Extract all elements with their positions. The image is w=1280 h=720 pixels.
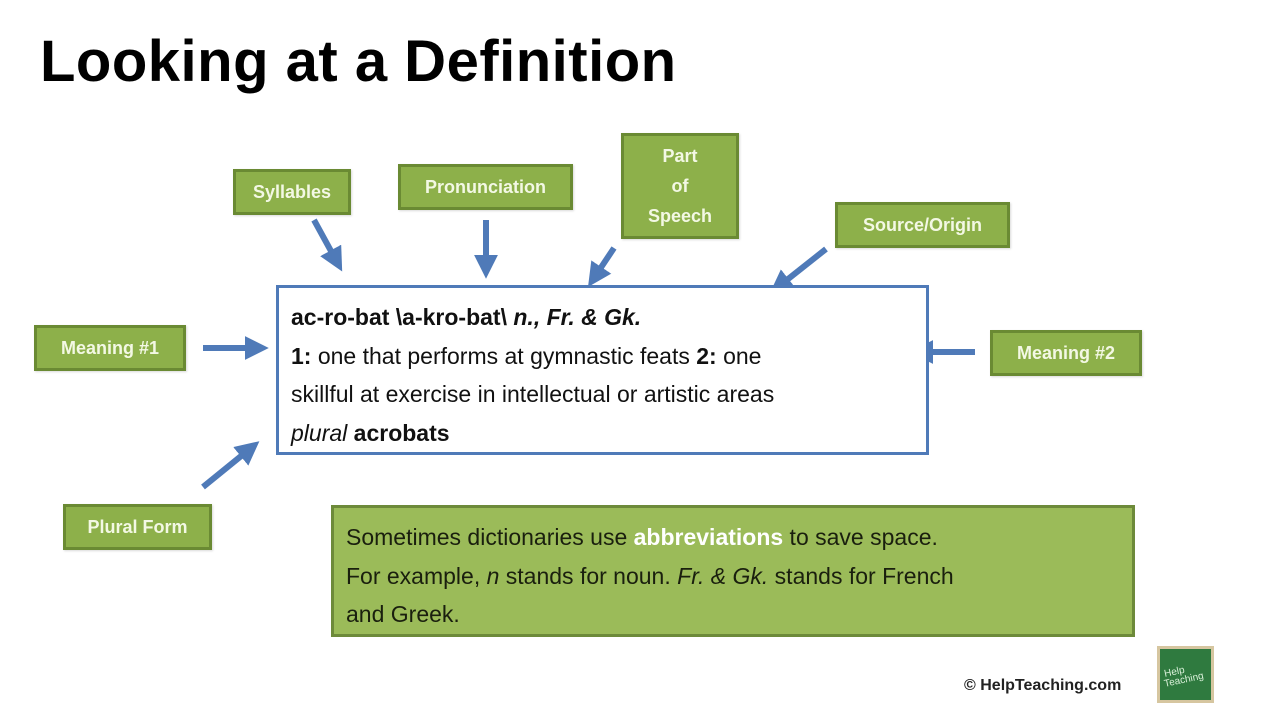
note-text: to save space.	[783, 524, 938, 550]
note-text: stands for noun.	[499, 562, 678, 589]
headword: ac-ro-bat	[291, 304, 390, 330]
sense-1-text: one that performs at gymnastic feats	[311, 342, 697, 369]
part-of-speech-origin: n., Fr. & Gk.	[513, 304, 642, 330]
note-italic-fr-gk: Fr. & Gk.	[677, 562, 769, 589]
label-source-origin-text: Source/Origin	[862, 215, 983, 235]
definition-box: ac-ro-bat \a-kro-bat\ n., Fr. & Gk. 1: o…	[276, 285, 929, 455]
arrow-syllables	[311, 218, 343, 272]
sense-2-number: 2:	[696, 342, 717, 369]
note-line-2: For example, n stands for noun. Fr. & Gk…	[346, 557, 1120, 596]
label-part-of-speech-line2: of	[671, 176, 689, 196]
arrow-source-origin	[769, 246, 828, 294]
label-pronunciation-text: Pronunciation	[425, 177, 546, 197]
label-meaning-2-text: Meaning #2	[1016, 343, 1116, 363]
label-plural-form-text: Plural Form	[87, 517, 188, 537]
sense-1-number: 1:	[291, 342, 312, 369]
label-meaning-1-text: Meaning #1	[60, 338, 160, 358]
arrow-part-of-speech	[588, 246, 617, 287]
definition-line-3: skillful at exercise in intellectual or …	[291, 375, 914, 414]
plural-label: plural	[291, 419, 348, 446]
label-part-of-speech-line3: Speech	[647, 206, 713, 226]
sense-2-text-a: one	[716, 342, 762, 369]
note-text: For example,	[346, 562, 487, 589]
label-syllables: Syllables	[233, 169, 351, 215]
definition-line-4: plural acrobats	[291, 414, 914, 453]
sense-2-text-b: skillful at exercise in intellectual or …	[291, 381, 775, 407]
label-part-of-speech-line1: Part	[662, 146, 698, 166]
definition-line-1: ac-ro-bat \a-kro-bat\ n., Fr. & Gk.	[291, 298, 914, 337]
label-meaning-2: Meaning #2	[990, 330, 1142, 376]
definition-line-2: 1: one that performs at gymnastic feats …	[291, 337, 914, 376]
label-plural-form: Plural Form	[63, 504, 212, 550]
note-text: stands for French	[768, 562, 954, 589]
label-part-of-speech: Part of Speech	[621, 133, 739, 239]
note-text: and Greek.	[346, 601, 460, 627]
label-syllables-text: Syllables	[252, 182, 332, 202]
note-text: Sometimes dictionaries use	[346, 524, 634, 550]
abbreviations-note: Sometimes dictionaries use abbreviations…	[331, 505, 1135, 637]
note-line-3: and Greek.	[346, 595, 1120, 634]
arrow-plural-form	[201, 441, 260, 490]
label-meaning-1: Meaning #1	[34, 325, 186, 371]
helpteaching-logo-icon: Help Teaching	[1157, 646, 1214, 703]
label-pronunciation: Pronunciation	[398, 164, 573, 210]
label-source-origin: Source/Origin	[835, 202, 1010, 248]
pronunciation: \a-kro-bat\	[395, 304, 507, 330]
slide-title: Looking at a Definition	[40, 29, 677, 94]
note-highlight-abbreviations: abbreviations	[633, 524, 784, 550]
plural-word: acrobats	[353, 419, 450, 446]
copyright-text: © HelpTeaching.com	[964, 677, 1122, 694]
note-line-1: Sometimes dictionaries use abbreviations…	[346, 518, 1120, 557]
note-italic-n: n	[486, 562, 500, 589]
